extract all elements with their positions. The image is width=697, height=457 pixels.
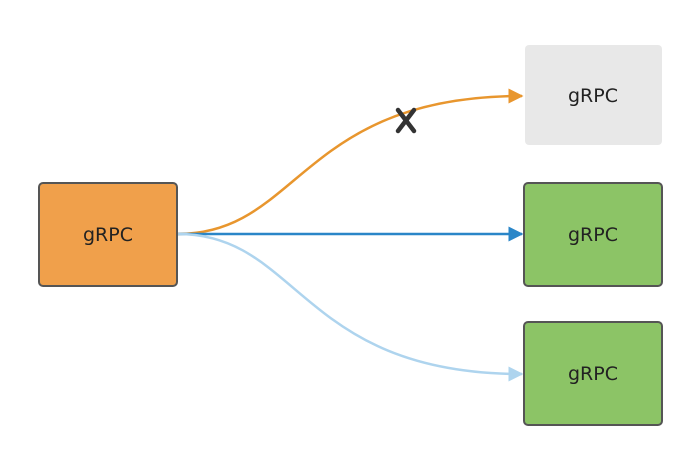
connection-idle: [177, 232, 524, 382]
target-node-active[interactable]: gRPC: [523, 182, 663, 287]
target-node-active[interactable]: gRPC: [523, 321, 663, 426]
target-node-box: [523, 321, 663, 426]
target-node-label: gRPC: [568, 85, 618, 107]
target-node-box: [523, 182, 663, 287]
target-node-box: [525, 45, 662, 145]
connection-failed: [177, 88, 524, 236]
source-node-label: gRPC: [83, 224, 133, 246]
target-node-unavailable[interactable]: gRPC: [525, 45, 662, 145]
x-mark-icon: [395, 107, 417, 134]
source-node[interactable]: gRPC: [38, 182, 178, 287]
target-node-label: gRPC: [568, 224, 618, 246]
source-node-box: [38, 182, 178, 287]
target-node-label: gRPC: [568, 363, 618, 385]
